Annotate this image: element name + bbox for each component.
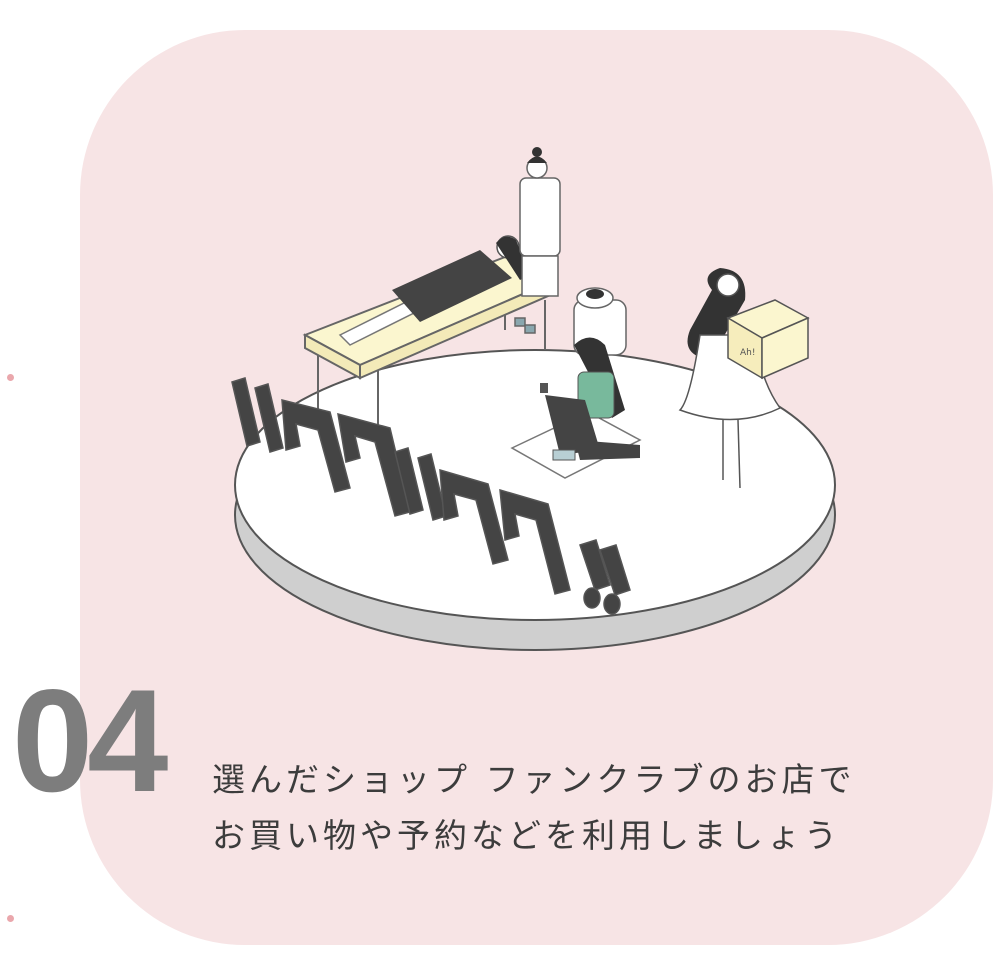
step-description: 選んだショップ ファンクラブのお店で お買い物や予約などを利用しましょう [212,752,856,864]
decorative-dot-bottom [7,915,14,922]
sitting-woman [510,337,642,479]
svg-text:Ah!: Ah! [740,348,755,358]
step-number: 04 [12,659,168,822]
wakuwaku-3d-letters [231,377,631,615]
standing-therapist [514,147,561,334]
step-description-line-1: 選んだショップ ファンクラブのお店で [212,760,856,799]
decorative-dot-top [7,374,14,381]
step-description-line-2: お買い物や予約などを利用しましょう [212,816,841,855]
woman-with-box: Ah! [678,268,810,489]
